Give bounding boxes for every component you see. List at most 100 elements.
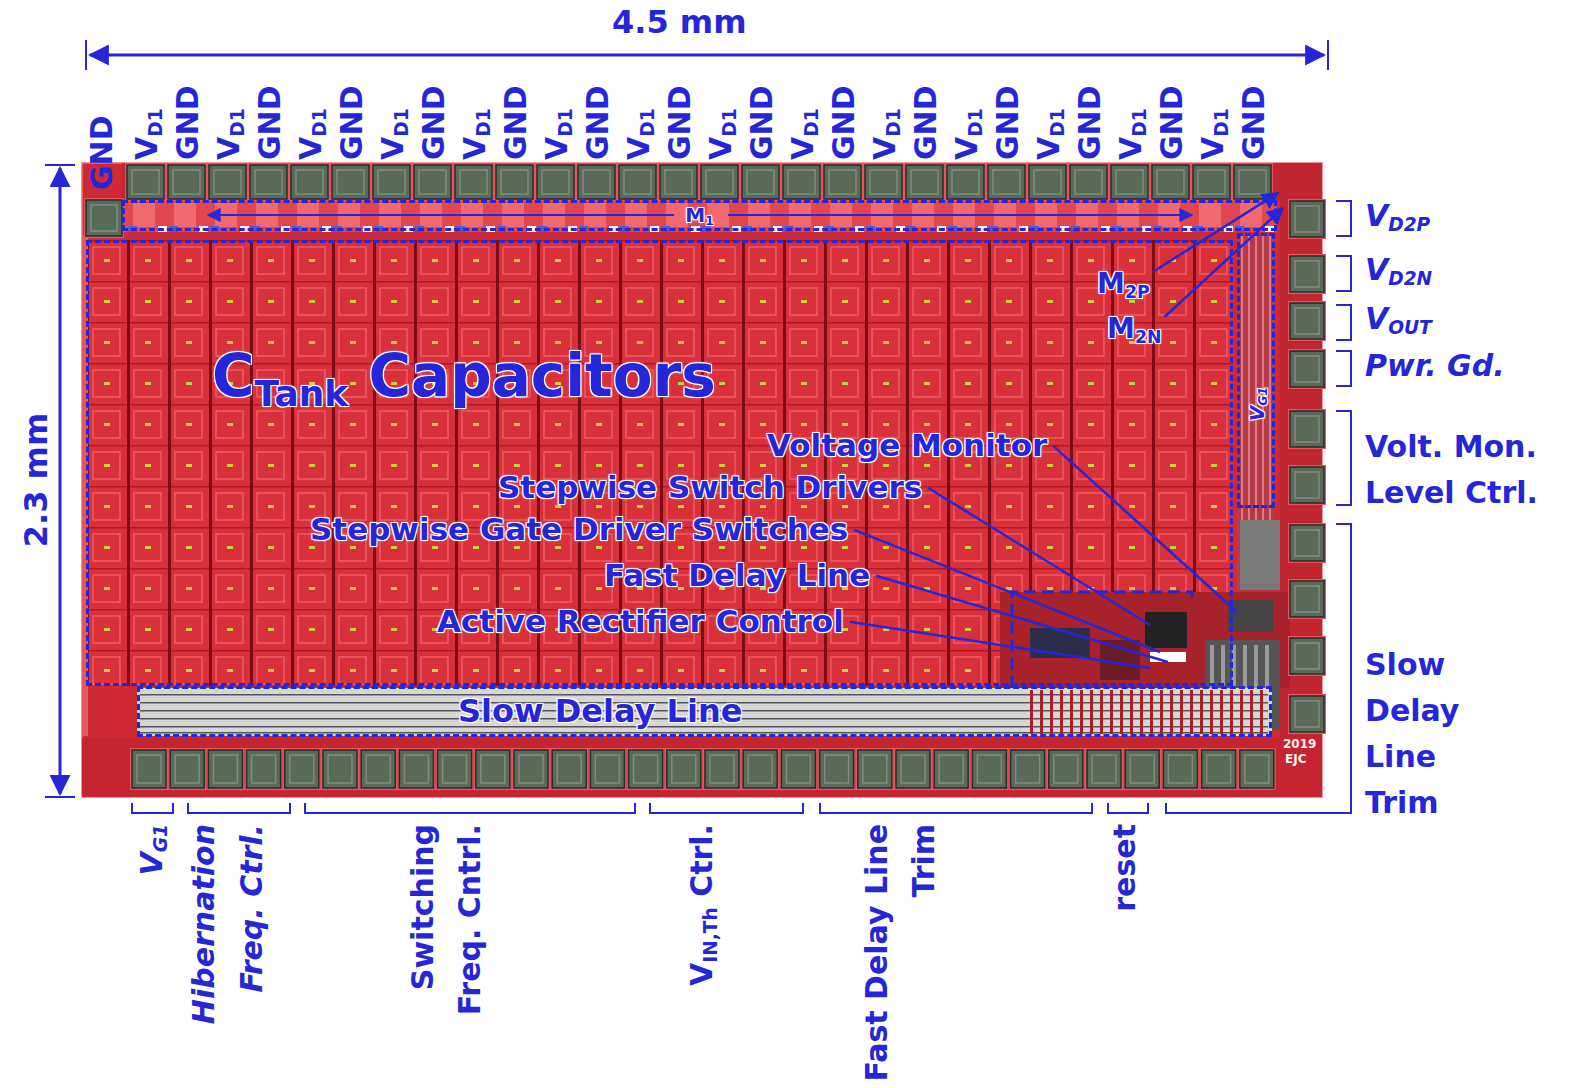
pin-name: GND: [909, 60, 943, 160]
cap-column-line: [414, 240, 417, 686]
delay-tap: [1070, 690, 1073, 734]
pad-ring: [617, 163, 658, 201]
delay-tap: [1180, 690, 1183, 734]
pad-ring: [283, 748, 321, 790]
leader-line: [1053, 446, 1237, 612]
pin-bracket: [820, 803, 1092, 813]
pin-bracket: [1336, 411, 1351, 505]
bond-pad: [291, 165, 328, 199]
bond-pad: [1202, 750, 1236, 788]
pin-bracket: [1166, 524, 1351, 813]
bond-pad-inner: [557, 755, 581, 783]
region-label: M1: [125, 203, 1274, 233]
bond-pad-inner: [1239, 170, 1266, 194]
bond-pad: [1290, 525, 1324, 561]
bond-pad-inner: [977, 755, 1001, 783]
slow-delay-strip: [137, 688, 1272, 736]
bond-pad-inner: [91, 205, 117, 231]
m1-finger: [174, 203, 196, 227]
pad-ring: [1047, 748, 1085, 790]
bond-pad-inner: [1034, 170, 1061, 194]
bond-pad: [250, 165, 287, 199]
pad-ring: [1238, 748, 1276, 790]
leader-line: [854, 530, 1160, 652]
pin-name: VD1: [212, 60, 255, 160]
pad-ring: [1288, 301, 1326, 341]
pad-ring: [741, 748, 779, 790]
pin-group-name: Hibernation Freq. Ctrl.: [180, 824, 276, 1082]
pad-ring: [535, 163, 576, 201]
pin-name: GND: [581, 60, 615, 160]
delay-tap: [1040, 690, 1043, 734]
pad-ring: [125, 163, 166, 201]
bond-pad: [1290, 638, 1324, 674]
control-region-outline: [1012, 592, 1192, 688]
block-callout: Voltage Monitor: [767, 428, 1047, 464]
pin-name: GND: [1237, 60, 1271, 160]
bond-pad-inner: [290, 755, 314, 783]
bond-pad: [934, 750, 968, 788]
pin-name: Pwr. Gd.: [1365, 349, 1505, 384]
pin-name: GND: [335, 60, 369, 160]
bond-pad: [988, 165, 1025, 199]
pad-ring: [945, 163, 986, 201]
cap-column-line: [127, 240, 130, 686]
bond-pad: [1070, 165, 1107, 199]
m1-finger: [1199, 203, 1221, 227]
bond-pad-inner: [173, 170, 200, 194]
region-label: VG1: [1245, 364, 1275, 444]
m1-finger: [133, 203, 155, 227]
delay-tap: [1210, 690, 1213, 734]
bond-pad: [323, 750, 357, 788]
bond-pad-inner: [748, 755, 772, 783]
delay-tap: [1030, 690, 1033, 734]
pad-ring: [818, 748, 856, 790]
vg1-region: VG1: [1237, 233, 1275, 508]
top-pad-ring: [122, 163, 1282, 200]
bond-pad: [1087, 750, 1121, 788]
pad-ring: [512, 748, 550, 790]
region-label: CTank Capacitors: [212, 343, 716, 414]
bond-pad-inner: [1295, 416, 1319, 442]
pad-ring: [474, 748, 512, 790]
bond-pad-inner: [672, 755, 696, 783]
pin-bracket: [132, 803, 173, 813]
leader-arrow: [1164, 208, 1283, 317]
bond-pad: [1290, 201, 1324, 237]
pad-ring: [321, 748, 359, 790]
pad-ring: [781, 163, 822, 201]
bond-pad: [619, 165, 656, 199]
pin-name: GND: [171, 60, 205, 160]
bond-pad: [743, 750, 777, 788]
pad-ring: [494, 163, 535, 201]
bond-pad-inner: [710, 755, 734, 783]
bond-pad-inner: [993, 170, 1020, 194]
pad-ring: [245, 748, 283, 790]
pad-ring: [453, 163, 494, 201]
bond-pad: [455, 165, 492, 199]
pad-ring: [1009, 748, 1047, 790]
bond-pad: [590, 750, 624, 788]
pad-ring: [412, 163, 453, 201]
pin-group-name: Switching Freq. Cntrl.: [399, 824, 493, 1082]
pad-ring: [932, 748, 970, 790]
bond-pad-inner: [404, 755, 428, 783]
pad-ring: [1288, 694, 1326, 734]
height-dimension: [59, 168, 62, 794]
delay-tap: [1050, 690, 1053, 734]
pin-bracket: [1336, 351, 1351, 386]
bond-pad: [1290, 256, 1324, 292]
bond-pad-inner: [952, 170, 979, 194]
pad-ring: [84, 198, 124, 238]
bond-pad: [208, 750, 242, 788]
pad-ring: [359, 748, 397, 790]
bond-pad-inner: [1295, 308, 1319, 334]
bond-pad: [1163, 750, 1197, 788]
pad-ring: [894, 748, 932, 790]
bond-pad-inner: [1295, 261, 1319, 287]
pad-ring: [1085, 748, 1123, 790]
delay-tap: [1090, 690, 1093, 734]
bond-pad-inner: [443, 755, 467, 783]
pad-ring: [699, 163, 740, 201]
bond-pad: [1193, 165, 1230, 199]
